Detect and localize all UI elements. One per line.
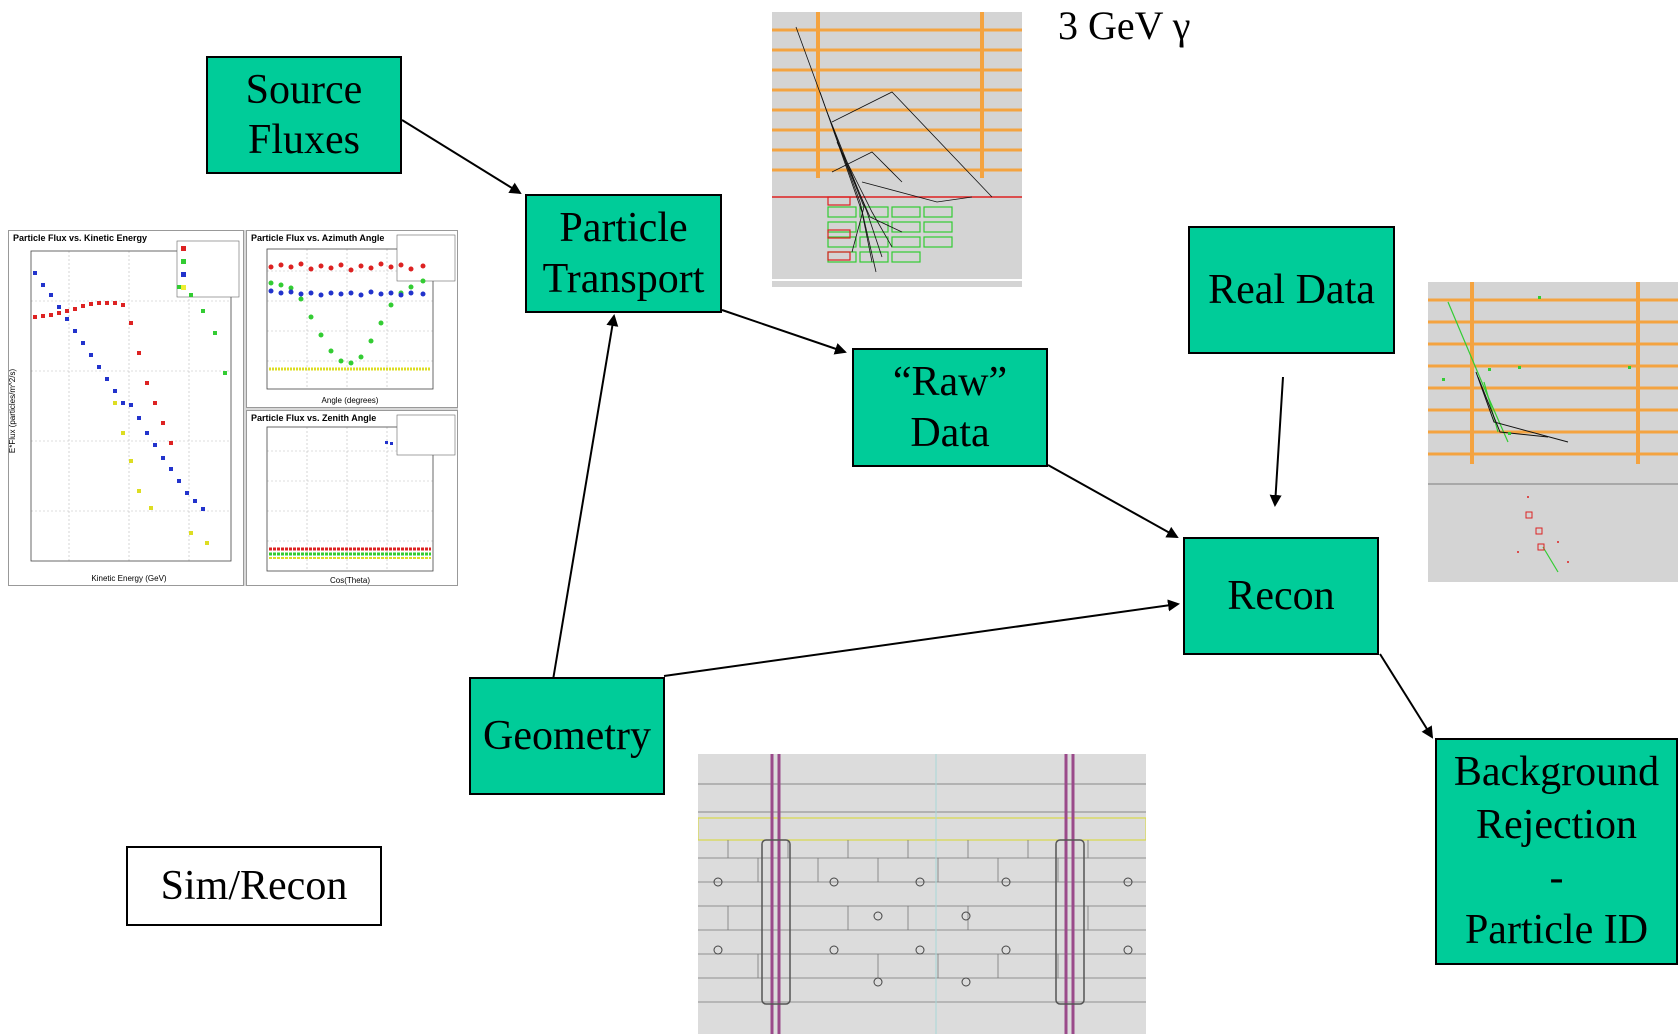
raw-data-line-1: “Raw” xyxy=(892,359,1008,406)
arrow-transport-to-raw xyxy=(721,309,847,355)
particle-transport-line-1: Particle xyxy=(559,205,688,252)
source-fluxes-line-1: Source xyxy=(245,66,363,113)
source-fluxes-node[interactable]: Source Fluxes xyxy=(206,56,402,174)
recon-node[interactable]: Recon xyxy=(1183,537,1379,655)
event-energy-label: 3 GeV γ xyxy=(1058,3,1191,48)
source-fluxes-line-2: Fluxes xyxy=(247,117,360,163)
azimuth-plot-xlabel: Angle (degrees) xyxy=(322,396,379,405)
zenith-plot: Particle Flux vs. Zenith Angle Cos(Theta… xyxy=(246,410,458,586)
azimuth-plot-title: Particle Flux vs. Azimuth Angle xyxy=(251,233,385,243)
azimuth-plot-graphic: Angle (degrees) xyxy=(266,234,456,405)
arrow-geometry-to-recon xyxy=(663,599,1180,677)
geometry-rendering-graphic xyxy=(698,754,1146,1034)
zenith-plot-graphic: Cos(Theta) xyxy=(266,414,456,585)
energy-plot-ylabel: E*Flux (particles/m^2/s) xyxy=(9,369,17,454)
raw-data-line-2: Data xyxy=(910,409,990,456)
arrow-realdata-to-recon xyxy=(1269,376,1284,507)
raw-data-node[interactable]: “Raw” Data xyxy=(852,348,1048,467)
background-line-4: Particle ID xyxy=(1464,907,1649,954)
geometry-node[interactable]: Geometry xyxy=(469,677,665,795)
flux-plots-panel: Particle Flux vs. Kinetic Energy xyxy=(8,230,458,586)
background-line-2: Rejection xyxy=(1476,801,1637,848)
sim-recon-text: Sim/Recon xyxy=(160,863,348,909)
geometry-rendering xyxy=(698,754,1146,1034)
simulated-event-display xyxy=(772,12,1022,287)
background-line-1: Background xyxy=(1453,748,1660,795)
zenith-plot-title: Particle Flux vs. Zenith Angle xyxy=(251,413,377,423)
sim-recon-title: Sim/Recon xyxy=(126,846,382,926)
background-rejection-node[interactable]: Background Rejection - Particle ID xyxy=(1435,738,1678,965)
energy-plot: Particle Flux vs. Kinetic Energy xyxy=(8,230,244,586)
energy-plot-xlabel: Kinetic Energy (GeV) xyxy=(91,574,166,583)
real-data-node[interactable]: Real Data xyxy=(1188,226,1395,354)
background-line-3: - xyxy=(1549,854,1564,901)
simulated-event-graphic xyxy=(772,12,1022,281)
recon-label: Recon xyxy=(1227,572,1335,619)
particle-transport-node[interactable]: Particle Transport xyxy=(525,194,722,313)
energy-plot-title: Particle Flux vs. Kinetic Energy xyxy=(13,233,148,243)
geometry-label: Geometry xyxy=(483,712,651,759)
arrow-source-to-transport xyxy=(401,119,522,195)
arrow-geometry-to-transport xyxy=(552,314,619,681)
arrow-raw-to-recon xyxy=(1047,464,1179,538)
zenith-plot-xlabel: Cos(Theta) xyxy=(330,576,370,585)
energy-plot-graphic: E*Flux (particles/m^2/s) Kinetic Energy … xyxy=(9,240,240,583)
real-data-label: Real Data xyxy=(1208,266,1375,313)
azimuth-plot: Particle Flux vs. Azimuth Angle xyxy=(246,230,458,408)
real-event-graphic xyxy=(1428,282,1678,573)
real-event-display xyxy=(1428,282,1678,582)
particle-transport-line-2: Transport xyxy=(542,255,705,302)
arrow-recon-to-background xyxy=(1379,653,1434,739)
